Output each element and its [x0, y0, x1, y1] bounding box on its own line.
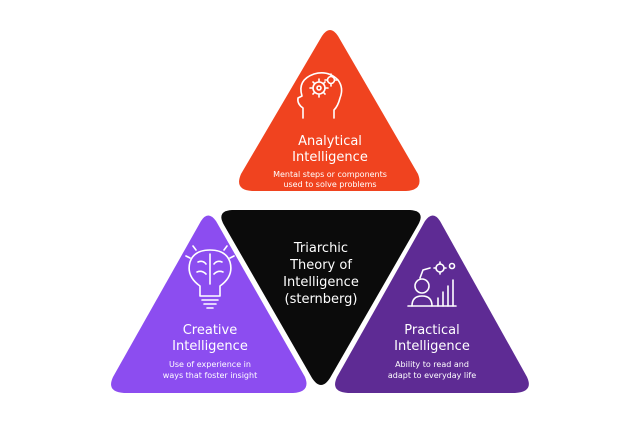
center-triangle [221, 210, 421, 385]
creative-title-line-2: Intelligence [172, 339, 248, 354]
practical-desc-line-1: Ability to read and [395, 360, 469, 369]
analytical-title-line-1: Analytical [298, 134, 362, 149]
practical-title-line-2: Intelligence [394, 339, 470, 354]
center-line-2: Theory of [289, 258, 352, 273]
center-line-1: Triarchic [293, 241, 348, 256]
person-growth-gears-icon [407, 261, 457, 307]
brain-lightbulb-icon [185, 245, 235, 309]
head-gears-icon [297, 72, 343, 119]
creative-desc-line-1: Use of experience in [169, 360, 251, 369]
practical-desc-line-2: adapt to everyday life [388, 371, 476, 380]
creative-desc-line-2: ways that foster insight [163, 371, 257, 380]
center-line-3: Intelligence [283, 275, 359, 290]
analytical-desc-line-1: Mental steps or components [273, 170, 387, 179]
analytical-desc-line-2: used to solve problems [283, 180, 376, 189]
analytical-triangle [239, 30, 420, 191]
analytical-title-line-2: Intelligence [292, 150, 368, 165]
creative-title-line-1: Creative [183, 323, 238, 338]
practical-title-line-1: Practical [404, 323, 460, 338]
center-line-4: (sternberg) [285, 292, 358, 307]
